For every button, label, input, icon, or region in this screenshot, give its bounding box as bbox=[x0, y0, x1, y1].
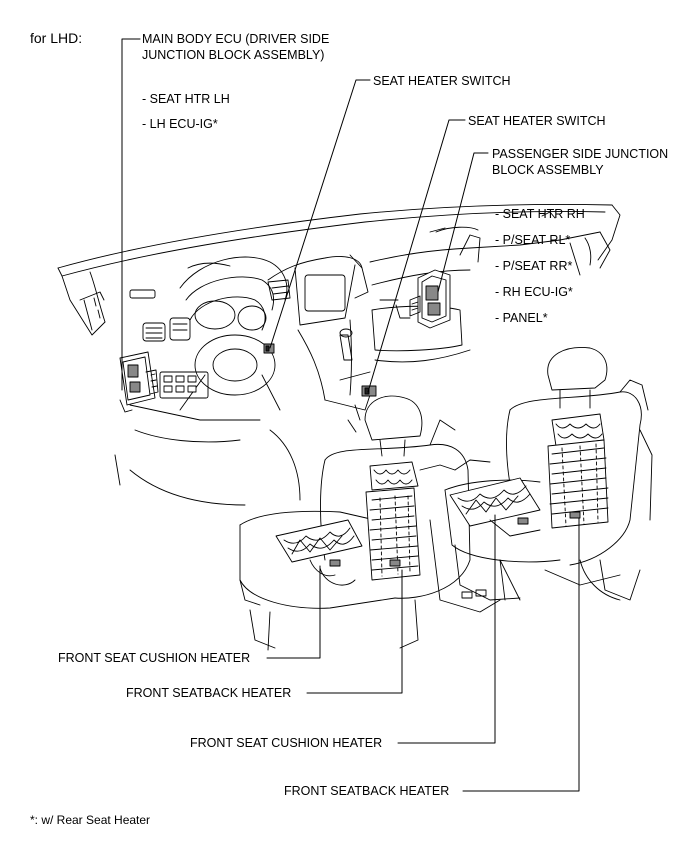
passenger-jb-title-2: BLOCK ASSEMBLY bbox=[492, 163, 604, 177]
front-seatback-heater-label-2: FRONT SEATBACK HEATER bbox=[284, 784, 450, 798]
front-seat-cushion-heater-label-2: FRONT SEAT CUSHION HEATER bbox=[190, 736, 383, 750]
seat-heater-switch-center bbox=[361, 385, 377, 397]
passenger-jb-title-1: PASSENGER SIDE JUNCTION bbox=[492, 147, 669, 161]
front-seat-cushion-heater-label-1: FRONT SEAT CUSHION HEATER bbox=[58, 651, 251, 665]
dashboard bbox=[57, 203, 621, 506]
main-body-ecu bbox=[119, 351, 159, 413]
seat-heater-switch-label-1: SEAT HEATER SWITCH bbox=[373, 74, 511, 88]
driver-seatback-heater bbox=[365, 461, 421, 581]
driver-front-seat bbox=[239, 395, 471, 651]
main-body-ecu-fuse-lh-ecu-ig: - LH ECU-IG* bbox=[142, 117, 218, 131]
passenger-jb-fuse-p-seat-rl: - P/SEAT RL* bbox=[495, 233, 571, 247]
passenger-jb-fuse-p-seat-rr: - P/SEAT RR* bbox=[495, 259, 573, 273]
passenger-jb-fuse-panel: - PANEL* bbox=[495, 311, 548, 325]
seat-heater-switch-left bbox=[263, 343, 275, 354]
main-body-ecu-title-2: JUNCTION BLOCK ASSEMBLY) bbox=[142, 48, 325, 62]
footnote: *: w/ Rear Seat Heater bbox=[30, 813, 151, 827]
passenger-jb-fuse-rh-ecu-ig: - RH ECU-IG* bbox=[495, 285, 573, 299]
passenger-jb-fuse-seat-htr-rh: - SEAT HTR RH bbox=[495, 207, 585, 221]
variant-label: for LHD: bbox=[30, 30, 83, 46]
seat-heater-switch-label-2: SEAT HEATER SWITCH bbox=[468, 114, 606, 128]
center-console bbox=[419, 459, 521, 613]
driver-cushion-heater bbox=[275, 519, 363, 586]
leader-lines bbox=[121, 38, 580, 792]
passenger-seatback-heater bbox=[547, 413, 609, 529]
passenger-cushion-heater bbox=[449, 477, 541, 537]
passenger-junction-block bbox=[409, 269, 451, 329]
front-seatback-heater-label-1: FRONT SEATBACK HEATER bbox=[126, 686, 292, 700]
main-body-ecu-fuse-seat-htr-lh: - SEAT HTR LH bbox=[142, 92, 230, 106]
passenger-front-seat bbox=[444, 347, 653, 601]
main-body-ecu-title-1: MAIN BODY ECU (DRIVER SIDE bbox=[142, 32, 330, 46]
